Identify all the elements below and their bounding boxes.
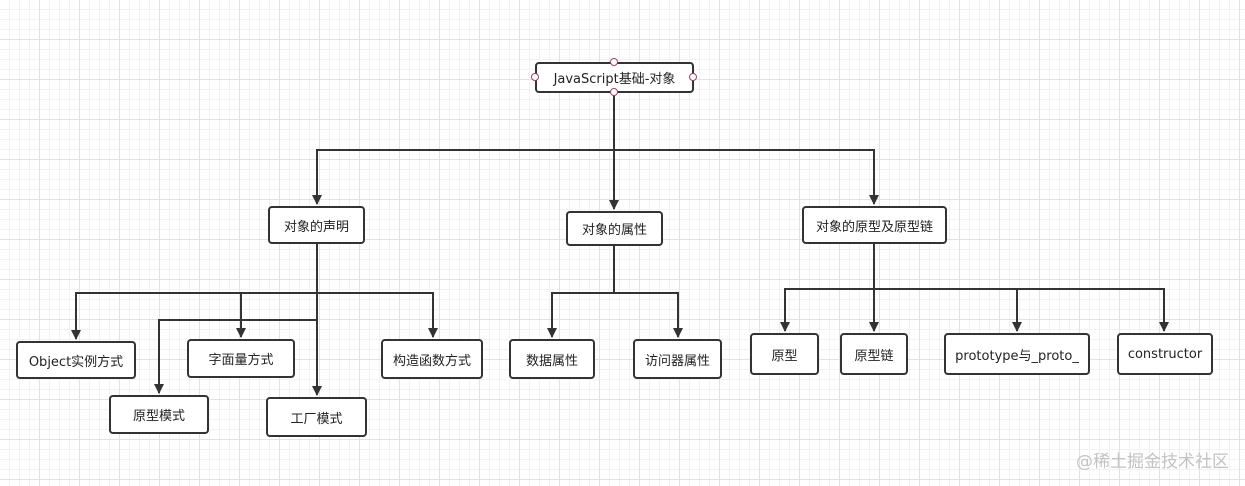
node-factory[interactable]: 工厂模式 (266, 397, 367, 437)
edge-properties-accessor (614, 292, 683, 338)
node-declaration[interactable]: 对象的声明 (268, 206, 365, 244)
node-constructor-label: constructor (1127, 346, 1203, 362)
node-prototype-chain-branch[interactable]: 对象的原型及原型链 (802, 206, 947, 244)
root-handle-left (531, 73, 539, 81)
edge-properties-data (547, 246, 615, 338)
node-object-instance[interactable]: Object实例方式 (16, 341, 136, 379)
root-handle-top (610, 58, 618, 66)
edge-declaration-literal (236, 292, 317, 338)
edge-root-declaration (312, 92, 615, 205)
edge-declaration-constructor (317, 292, 438, 338)
node-prototype-label: 原型 (771, 348, 798, 364)
node-accessor-property-label: 访问器属性 (644, 353, 710, 369)
node-literal-label: 字面量方式 (208, 353, 274, 368)
edge-declaration-prototype-pattern (154, 319, 317, 394)
node-properties-label: 对象的属性 (581, 223, 647, 238)
node-prototype[interactable]: 原型 (750, 333, 819, 375)
edge-root-prototype (614, 149, 879, 205)
node-constructor-pattern[interactable]: 构造函数方式 (381, 339, 483, 379)
edge-declaration-object-instance (71, 244, 318, 340)
edge-prototype-prototype-proto (874, 288, 1022, 332)
node-prototype-pattern-label: 原型模式 (132, 409, 185, 424)
node-prototype-chain-label: 原型链 (854, 348, 894, 364)
edge-prototype-proto (780, 244, 875, 332)
edge-prototype-constructor (1017, 288, 1169, 332)
node-constructor[interactable]: constructor (1117, 333, 1213, 375)
node-prototype-chain-branch-label: 对象的原型及原型链 (815, 219, 933, 235)
root-node-label: JavaScript基础-对象 (553, 72, 676, 87)
node-accessor-property[interactable]: 访问器属性 (633, 339, 722, 379)
node-factory-label: 工厂模式 (290, 411, 343, 427)
watermark: @稀土掘金技术社区 (1076, 452, 1229, 472)
node-constructor-pattern-label: 构造函数方式 (392, 353, 471, 369)
node-properties[interactable]: 对象的属性 (566, 211, 663, 246)
node-prototype-pattern[interactable]: 原型模式 (109, 395, 209, 434)
node-object-instance-label: Object实例方式 (28, 354, 124, 370)
node-prototype-proto-label: prototype与_proto_ (955, 348, 1079, 364)
node-data-property[interactable]: 数据属性 (509, 339, 595, 379)
node-declaration-label: 对象的声明 (283, 219, 349, 235)
root-handle-bottom (610, 88, 618, 96)
node-data-property-label: 数据属性 (525, 353, 578, 369)
node-prototype-proto[interactable]: prototype与_proto_ (944, 333, 1090, 375)
root-handle-right (689, 73, 697, 81)
node-prototype-chain[interactable]: 原型链 (840, 333, 908, 375)
node-literal[interactable]: 字面量方式 (187, 339, 295, 378)
